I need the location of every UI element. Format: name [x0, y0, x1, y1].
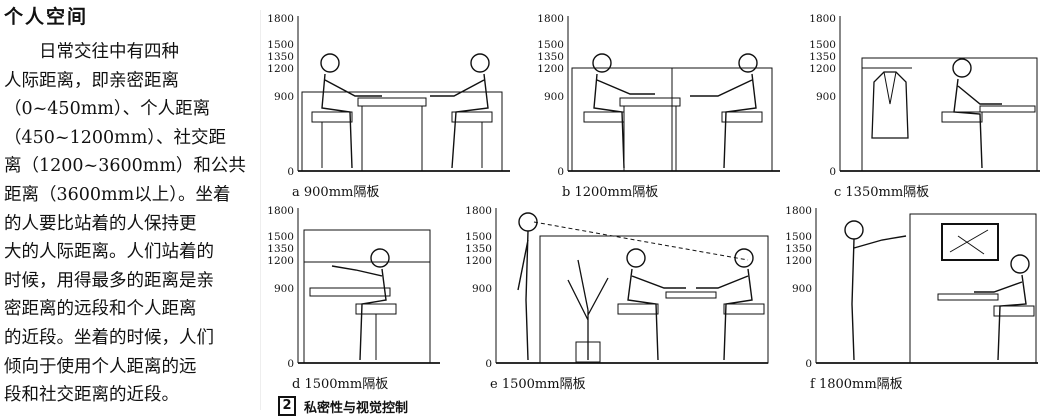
axis-tick-label: 1350: [537, 51, 564, 63]
figure-c-caption: c 1350mm隔板: [834, 185, 930, 200]
axis-tick-label: 1800: [809, 13, 836, 25]
axis-tick-label: 1350: [785, 243, 812, 255]
figure-number: 2: [278, 396, 296, 416]
axis-tick-label: 1350: [809, 51, 836, 63]
paragraph-line: 倾向于使用个人距离的远: [4, 356, 197, 377]
axis-tick-label: 0: [287, 166, 294, 178]
paragraph-line: 日常交往中有四种: [4, 42, 179, 62]
figure-d-caption: d 1500mm隔板: [292, 377, 389, 392]
axis-tick-label: 1200: [785, 255, 812, 267]
axis-tick-label: 1500: [537, 39, 564, 51]
axis-tick-label: 900: [274, 91, 294, 103]
axis-tick-label: 0: [287, 358, 294, 370]
section-title: 个人空间: [4, 6, 89, 28]
axis-tick-label: 1800: [267, 13, 294, 25]
paragraph-line: 密距离的远段和个人距离: [4, 299, 197, 320]
figure-a-caption: a 900mm隔板: [292, 185, 380, 200]
axis-tick-label: 1500: [267, 39, 294, 51]
axis-tick-label: 0: [485, 358, 492, 370]
axis-tick-label: 1500: [465, 231, 492, 243]
axis-tick-label: 1200: [537, 63, 564, 75]
paragraph-line: 的人要比站着的人保持更: [4, 213, 197, 234]
axis-tick-label: 0: [557, 166, 564, 178]
axis-tick-label: 1800: [537, 13, 564, 25]
paragraph-line: （0~450mm）、个人距离: [4, 99, 211, 120]
axis-tick-label: 1200: [809, 63, 836, 75]
figure-label: 2 私密性与视觉控制: [278, 396, 408, 416]
paragraph-line: （450~1200mm）、社交距: [4, 127, 227, 148]
axis-tick-label: 1200: [267, 63, 294, 75]
axis-tick-label: 900: [544, 91, 564, 103]
axis-tick-label: 900: [816, 91, 836, 103]
paragraph-line: 的近段。坐着的时候，人们: [4, 327, 214, 348]
column-divider: [260, 10, 261, 410]
axis-tick-label: 1350: [267, 51, 294, 63]
axis-tick-label: 1800: [785, 205, 812, 217]
figure-b-caption: b 1200mm隔板: [562, 185, 659, 200]
axis-tick-label: 1200: [267, 255, 294, 267]
figure-e-caption: e 1500mm隔板: [490, 377, 586, 392]
paragraph-line: 段和社交距离的近段。: [4, 385, 179, 406]
paragraph-line: 大的人际距离。人们站着的: [4, 242, 214, 263]
axis-tick-label: 1350: [465, 243, 492, 255]
figure-title: 私密性与视觉控制: [304, 400, 409, 416]
axis-tick-label: 1500: [785, 231, 812, 243]
axis-tick-label: 0: [829, 166, 836, 178]
paragraph-line: 距离（3600mm以上）。坐着: [4, 184, 231, 205]
paragraph-line: 离（1200~3600mm）和公共: [4, 156, 246, 177]
axis-tick-label: 1350: [267, 243, 294, 255]
paragraph-line: 时候，用得最多的距离是亲: [4, 270, 214, 291]
paragraph-line: 人际距离，即亲密距离: [4, 70, 179, 91]
axis-tick-label: 1500: [267, 231, 294, 243]
axis-tick-label: 900: [472, 283, 492, 295]
axis-tick-label: 900: [792, 283, 812, 295]
axis-tick-label: 1500: [809, 39, 836, 51]
figure-f-caption: f 1800mm隔板: [810, 377, 903, 392]
axis-tick-label: 1200: [465, 255, 492, 267]
axis-tick-label: 0: [805, 358, 812, 370]
axis-tick-label: 1800: [465, 205, 492, 217]
axis-tick-label: 900: [274, 283, 294, 295]
axis-tick-label: 1800: [267, 205, 294, 217]
body-paragraph: 日常交往中有四种 人际距离，即亲密距离 （0~450mm）、个人距离 （450~…: [4, 38, 246, 410]
